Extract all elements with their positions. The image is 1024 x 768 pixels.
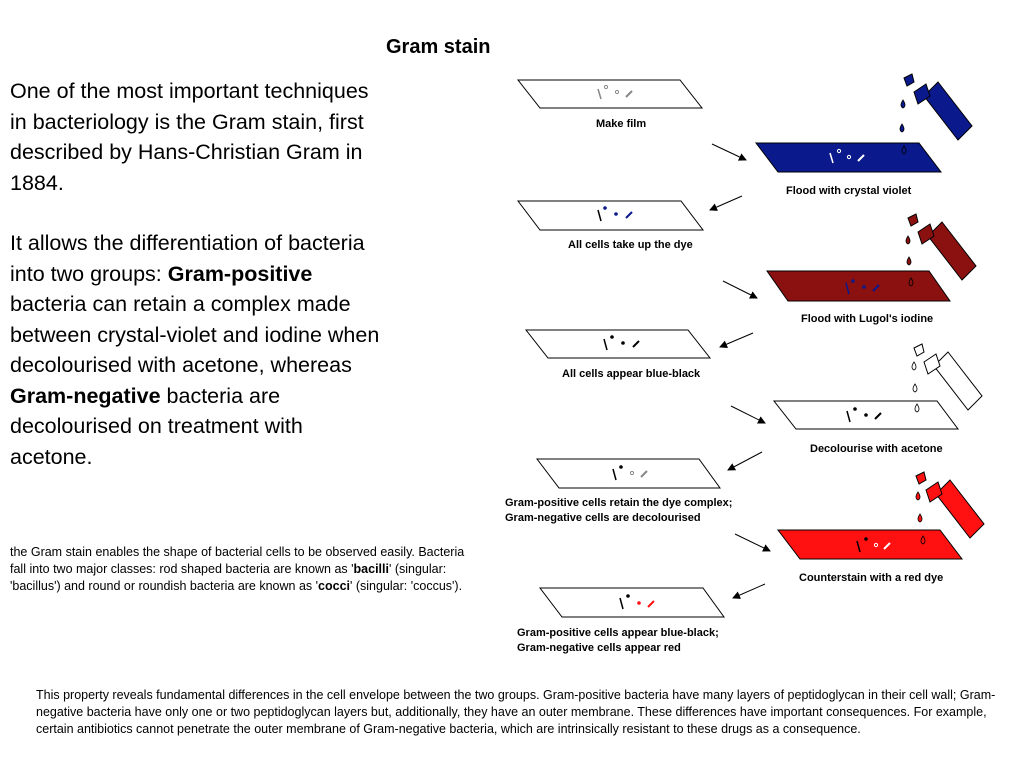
gram-positive-term: Gram-positive <box>168 262 313 286</box>
label-all-take-dye: All cells take up the dye <box>568 239 693 251</box>
bottom-note-paragraph: This property reveals fundamental differ… <box>36 687 1008 739</box>
arrow-5-icon <box>731 406 765 423</box>
arrow-4-icon <box>720 333 753 347</box>
slide-counterstain <box>778 530 962 559</box>
crystal-violet-bottle-icon <box>900 74 972 154</box>
arrow-8-icon <box>733 584 765 598</box>
cocci-term: cocci <box>318 579 350 593</box>
shapes-note-paragraph: the Gram stain enables the shape of bact… <box>10 544 472 595</box>
intro-p2-text-c: bacteria can retain a complex made betwe… <box>10 292 379 377</box>
gram-stain-diagram: Make film Flood with crystal violet All … <box>490 68 1000 668</box>
arrow-6-icon <box>728 452 762 470</box>
label-flood-crystal-violet: Flood with crystal violet <box>786 185 912 197</box>
page-title: Gram stain <box>386 36 490 59</box>
label-blue-black: All cells appear blue-black <box>562 368 701 380</box>
label-decolourise: Decolourise with acetone <box>810 443 943 455</box>
slide-lugol-iodine <box>767 271 950 301</box>
label-final-line-2: Gram-negative cells appear red <box>517 642 681 654</box>
slide-decolourise <box>774 401 958 429</box>
arrow-7-icon <box>735 534 770 551</box>
label-retain-line-2: Gram-negative cells are decolourised <box>505 512 701 524</box>
intro-paragraph-2: It allows the differentiation of bacteri… <box>10 228 382 472</box>
slide-take-up-dye <box>518 201 703 230</box>
label-flood-lugol: Flood with Lugol's iodine <box>801 313 933 325</box>
slide-blue-black <box>526 330 710 358</box>
gram-negative-term: Gram-negative <box>10 384 161 408</box>
label-retain-line-1: Gram-positive cells retain the dye compl… <box>505 497 732 509</box>
shapes-note-e: ' (singular: 'coccus'). <box>350 579 462 593</box>
slide-crystal-violet <box>756 143 941 172</box>
label-counterstain: Counterstain with a red dye <box>799 572 943 584</box>
label-final-line-1: Gram-positive cells appear blue-black; <box>517 627 719 639</box>
arrow-2-icon <box>710 196 742 210</box>
arrow-3-icon <box>723 281 757 298</box>
shapes-note: the Gram stain enables the shape of bact… <box>10 544 472 595</box>
intro-paragraph-1: One of the most important techniques in … <box>10 76 382 198</box>
slide-retain-dye <box>537 459 720 488</box>
intro-text: One of the most important techniques in … <box>10 76 382 502</box>
arrow-1-icon <box>712 144 746 160</box>
bacilli-term: bacilli <box>354 562 389 576</box>
bottom-note: This property reveals fundamental differ… <box>36 687 1008 739</box>
slide-make-film <box>518 80 702 108</box>
label-make-film: Make film <box>596 118 646 130</box>
slide-final-result <box>540 588 724 617</box>
